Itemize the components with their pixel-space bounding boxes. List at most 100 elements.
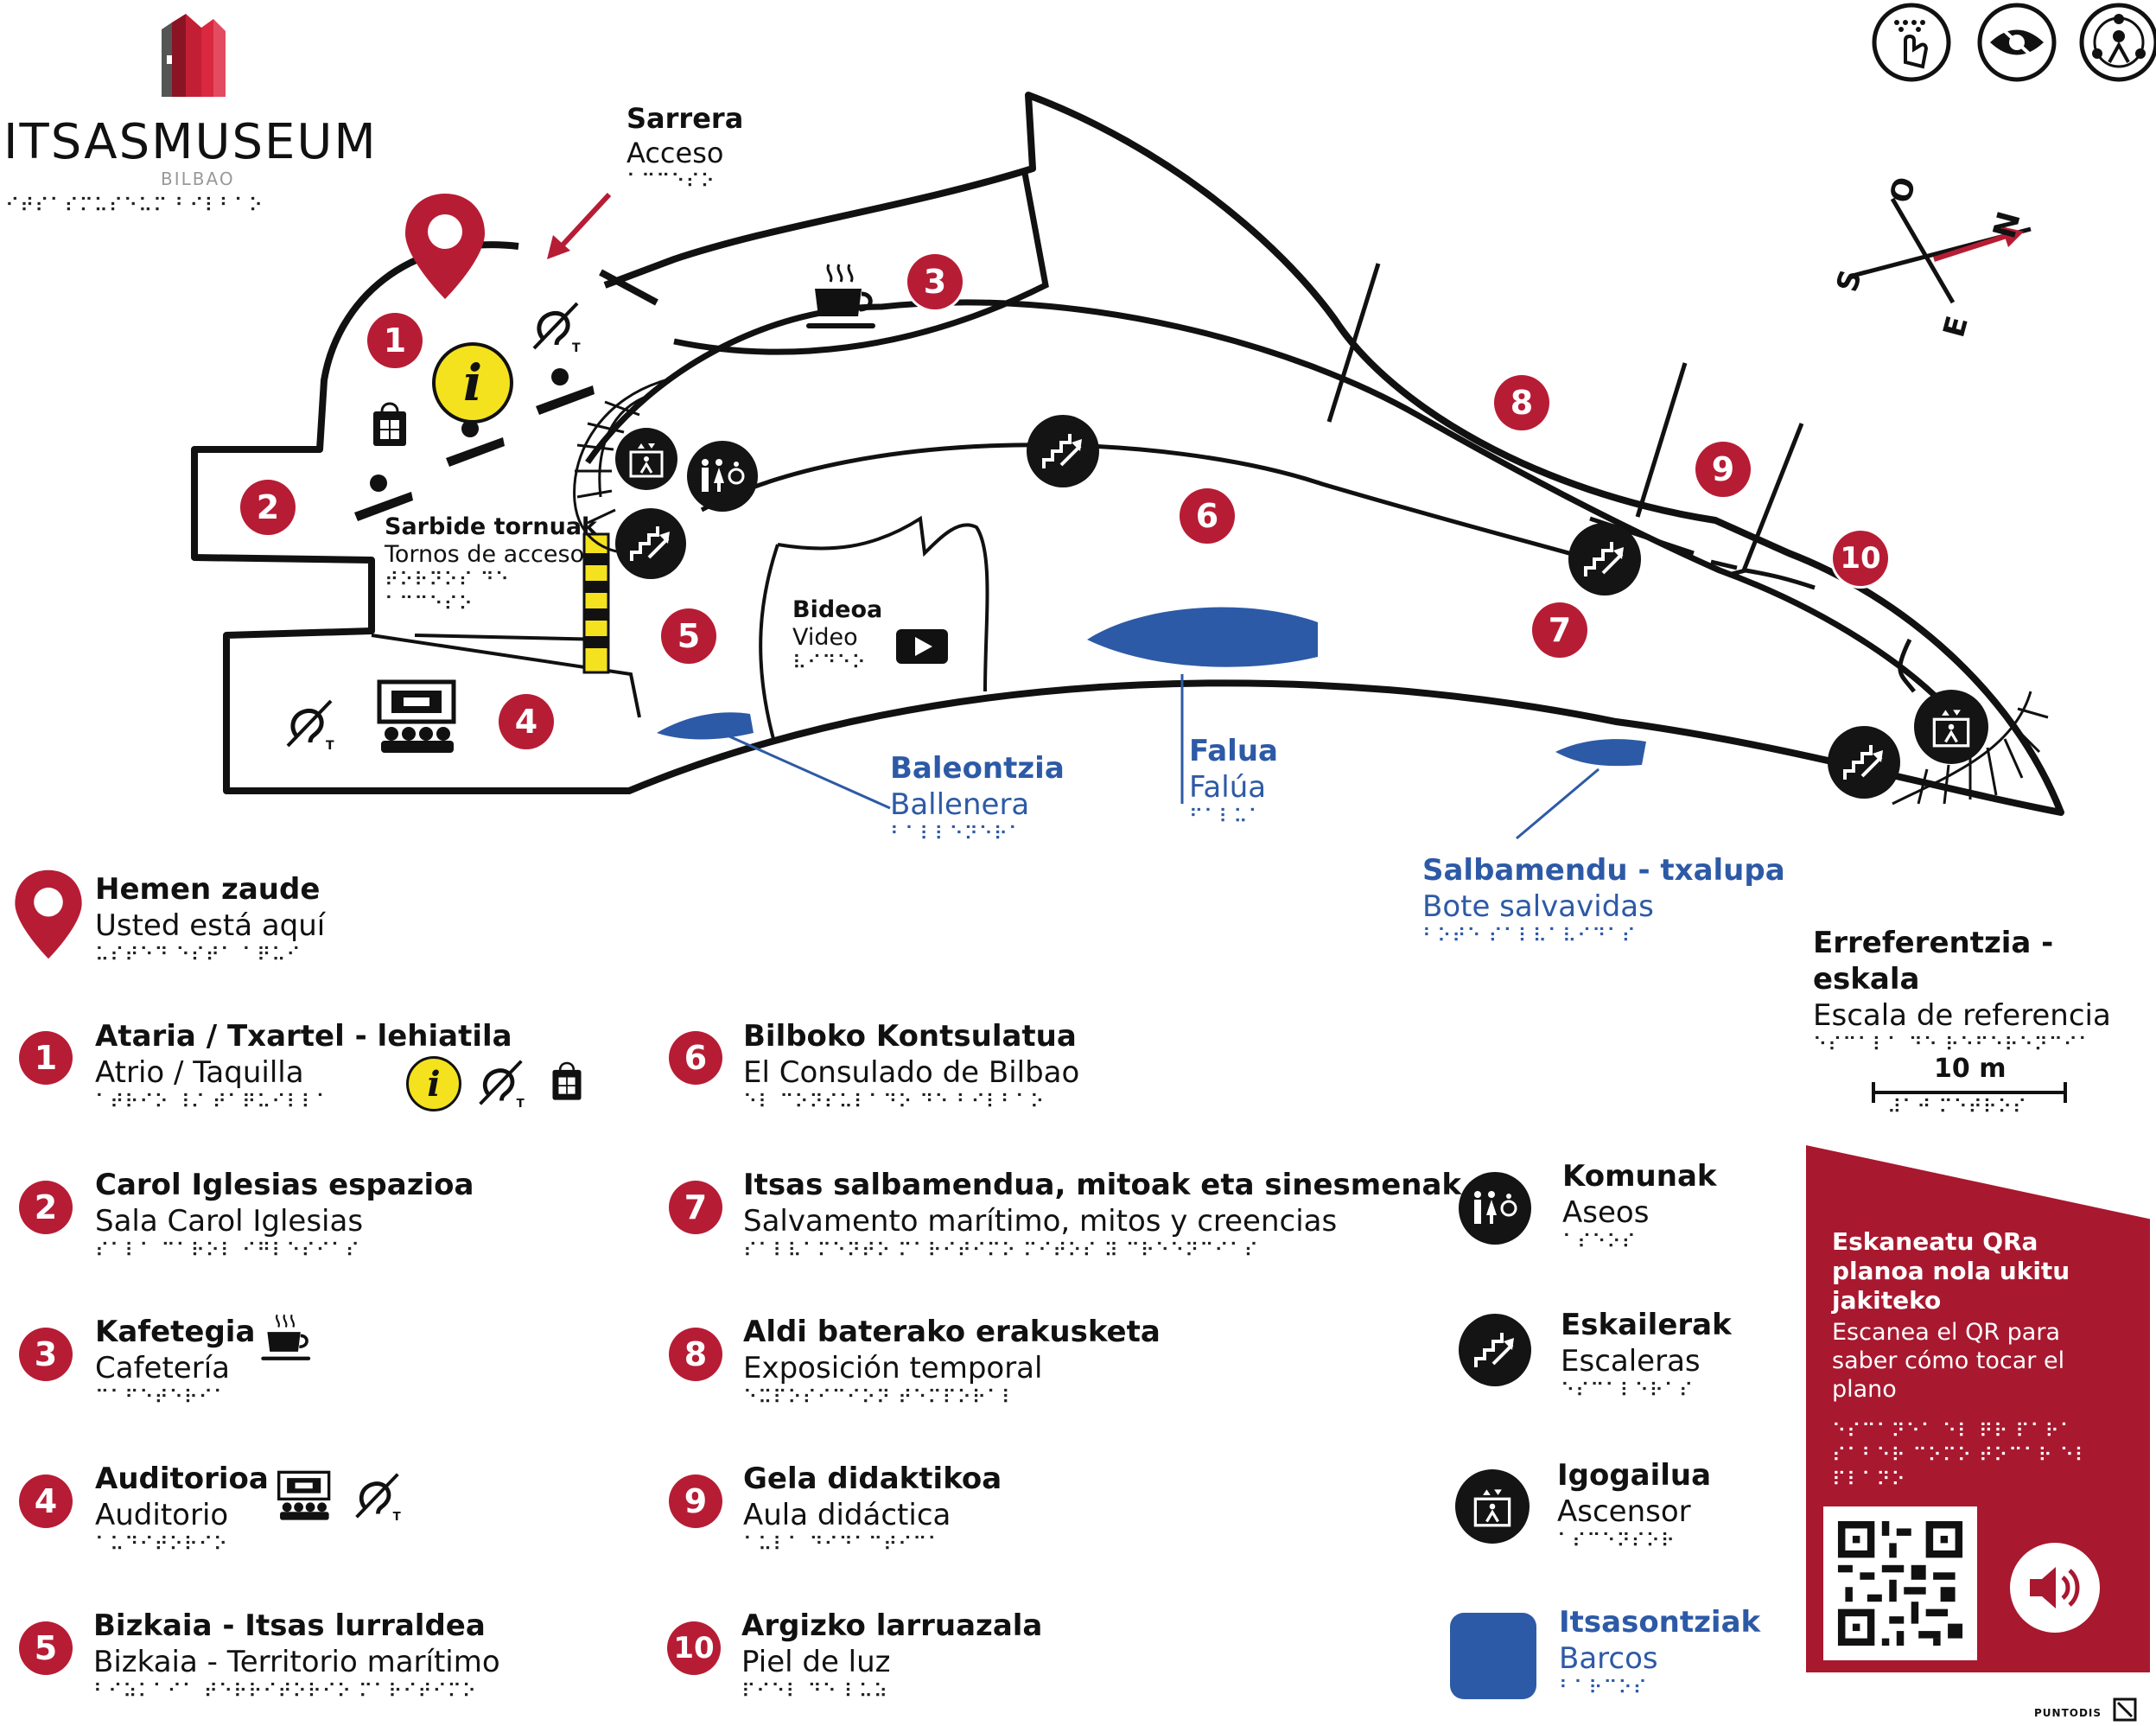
info-icon: i bbox=[432, 342, 513, 424]
qr-panel: Eskaneatu QRa planoa nola ukitu jakiteko… bbox=[1806, 1145, 2150, 1672]
shop-bag-icon bbox=[373, 402, 406, 446]
qr-panel-braille: ⠑⠎⠉⠁⠝⠑⠁ ⠑⠇ ⠟⠗ ⠏⠁⠗⠁ ⠎⠁⠃⠑⠗ ⠉⠕⠍⠕ ⠞⠕⠉⠁⠗ ⠑⠇ ⠏… bbox=[1832, 1421, 2089, 1491]
entrance-label: Sarrera Acceso ⠁⠉⠉⠑⠎⠕ bbox=[626, 102, 744, 193]
stairs-icon-map-1 bbox=[615, 508, 686, 579]
boat-whaleboat bbox=[657, 712, 754, 740]
legend-item-4: Auditorioa Auditorio ⠁⠥⠙⠊⠞⠕⠗⠊⠕ bbox=[95, 1462, 269, 1556]
legend-auditorium-icon bbox=[277, 1470, 331, 1520]
auditorium-icon bbox=[377, 679, 456, 753]
map-badge-3: 3 bbox=[907, 254, 963, 309]
video-label: Bideoa Video ⠧⠊⠙⠑⠕ bbox=[792, 596, 883, 674]
ticket-desk-icon-2 bbox=[446, 420, 505, 467]
legend-item-10: Argizko larruazala Piel de luz ⠏⠊⠑⠇ ⠙⠑ ⠇… bbox=[741, 1608, 1043, 1703]
qr-code[interactable] bbox=[1823, 1506, 1977, 1660]
map-badge-6: 6 bbox=[1180, 488, 1235, 544]
legend-toilets-icon bbox=[1459, 1172, 1531, 1245]
legend-hearing-loop-icon-auditorium: T bbox=[355, 1473, 402, 1523]
scale-value: 10 m bbox=[1934, 1054, 2007, 1084]
legend-badge-4: 4 bbox=[19, 1474, 73, 1528]
low-vision-icon bbox=[1977, 3, 2057, 82]
map-badge-2: 2 bbox=[240, 480, 296, 535]
boat-label-lifeboat: Salbamendu - txalupa Bote salvavidas ⠃⠕⠞… bbox=[1422, 853, 1785, 947]
qr-panel-subtitle: Escanea el QR para saber cómo tocar el p… bbox=[1832, 1319, 2065, 1403]
legend-item-1: Ataria / Txartel - lehiatila Atrio / Taq… bbox=[95, 1019, 512, 1113]
turnstile-strip bbox=[582, 532, 610, 674]
cognitive-access-icon bbox=[2079, 3, 2156, 82]
legend-item-2: Carol Iglesias espazioa Sala Carol Igles… bbox=[95, 1168, 474, 1262]
legend-you-are-here: Hemen zaude Usted está aquí ⠥⠎⠞⠑⠙ ⠑⠎⠞⠁ ⠁… bbox=[95, 872, 326, 966]
spiral-stairs-right bbox=[1892, 691, 2049, 806]
elevator-icon-map-1 bbox=[615, 428, 677, 490]
legend-badge-1: 1 bbox=[19, 1031, 73, 1085]
stairs-icon-map-4 bbox=[1828, 726, 1900, 799]
map-badge-4: 4 bbox=[499, 694, 554, 749]
maker-logo-icon bbox=[2113, 1697, 2137, 1722]
map-badge-5: 5 bbox=[661, 608, 716, 664]
map-badge-9: 9 bbox=[1695, 442, 1751, 497]
hearing-loop-icon: T bbox=[532, 302, 581, 354]
boat-lifeboat bbox=[1555, 739, 1646, 767]
elevator-icon-map-2 bbox=[1914, 690, 1988, 764]
map-badge-10: 10 bbox=[1833, 531, 1888, 586]
audio-speaker-icon[interactable] bbox=[2010, 1543, 2100, 1633]
map-badge-1: 1 bbox=[367, 313, 423, 368]
scale-braille: ⠼⠁⠚ ⠍⠑⠞⠗⠕⠎ bbox=[1887, 1097, 2028, 1118]
legend-elevator-icon bbox=[1455, 1469, 1530, 1544]
logo-subtext: BILBAO bbox=[161, 169, 235, 189]
legend-shop-bag-icon bbox=[552, 1061, 582, 1100]
legend-service-toilets: Komunak Aseos ⠁⠎⠑⠕⠎ bbox=[1562, 1159, 1717, 1253]
touch-braille-icon bbox=[1872, 3, 1951, 82]
svg-text:T: T bbox=[393, 1511, 402, 1523]
legend-item-3: Kafetegia Cafetería ⠉⠁⠋⠑⠞⠑⠗⠊⠁ bbox=[95, 1315, 256, 1409]
ticket-desk-icon-3 bbox=[354, 474, 413, 521]
legend-badge-7: 7 bbox=[669, 1181, 722, 1234]
svg-text:T: T bbox=[326, 739, 334, 752]
logo-braille: ⠊⠞⠎⠁⠎⠍⠥⠎⠑⠥⠍ ⠃⠊⠇⠃⠁⠕ bbox=[5, 195, 264, 217]
legend-badge-10: 10 bbox=[667, 1621, 721, 1675]
you-are-here-pin-icon bbox=[405, 194, 485, 299]
legend-hearing-loop-icon: T bbox=[479, 1060, 525, 1110]
legend-service-elevator: Igogailua Ascensor ⠁⠎⠉⠑⠝⠎⠕⠗ bbox=[1557, 1458, 1712, 1552]
legend-service-boats: Itsasontziak Barcos ⠃⠁⠗⠉⠕⠎ bbox=[1559, 1605, 1761, 1699]
map-badge-8: 8 bbox=[1494, 375, 1549, 430]
legend-item-8: Aldi baterako erakusketa Exposición temp… bbox=[743, 1315, 1161, 1409]
legend-badge-5: 5 bbox=[19, 1621, 73, 1675]
legend-badge-9: 9 bbox=[669, 1474, 722, 1528]
compass-rose bbox=[1848, 197, 2032, 304]
boat-label-falua: Falua Falúa ⠋⠁⠇⠥⠁ bbox=[1189, 734, 1278, 828]
legend-pin-icon bbox=[15, 869, 82, 959]
qr-panel-title: Eskaneatu QRa planoa nola ukitu jakiteko bbox=[1832, 1227, 2070, 1315]
logo-mark-icon bbox=[162, 14, 226, 97]
svg-text:T: T bbox=[572, 341, 581, 354]
turnstile-label: Sarbide tornuak Tornos de acceso ⠞⠕⠗⠝⠕⠎ … bbox=[385, 513, 597, 615]
legend-item-9: Gela didaktikoa Aula didáctica ⠁⠥⠇⠁ ⠙⠊⠙⠁… bbox=[743, 1462, 1002, 1556]
svg-text:T: T bbox=[517, 1098, 525, 1110]
legend-badge-6: 6 bbox=[669, 1031, 722, 1085]
scale-block: Erreferentzia - eskala Escala de referen… bbox=[1813, 926, 2111, 1056]
legend-item-6: Bilboko Kontsulatua El Consulado de Bilb… bbox=[743, 1019, 1080, 1113]
stairs-icon-map-2 bbox=[1027, 415, 1099, 487]
spiral-stairs-left bbox=[573, 379, 666, 555]
map-badge-7: 7 bbox=[1532, 602, 1587, 658]
legend-service-stairs: Eskailerak Escaleras ⠑⠎⠉⠁⠇⠑⠗⠁⠎ bbox=[1561, 1308, 1732, 1402]
legend-badge-2: 2 bbox=[19, 1181, 73, 1234]
scale-bar bbox=[1872, 1082, 2067, 1103]
coffee-cup-icon bbox=[806, 264, 875, 328]
ticket-desk-icon-1 bbox=[536, 368, 595, 415]
stairs-icon-map-3 bbox=[1568, 523, 1641, 596]
legend-info-icon: i bbox=[406, 1056, 461, 1111]
museum-logo: ITSASMUSEUM BILBAO ⠊⠞⠎⠁⠎⠍⠥⠎⠑⠥⠍ ⠃⠊⠇⠃⠁⠕ bbox=[0, 9, 389, 233]
toilets-icon-map bbox=[687, 441, 758, 512]
legend-item-5: Bizkaia - Itsas lurraldea Bizkaia - Terr… bbox=[93, 1608, 500, 1703]
floor-plan bbox=[191, 92, 2064, 840]
legend-item-7: Itsas salbamendua, mitoak eta sinesmenak… bbox=[743, 1168, 1462, 1262]
legend-coffee-cup-icon bbox=[261, 1314, 311, 1360]
legend-badge-8: 8 bbox=[669, 1328, 722, 1381]
boat-label-whaleboat: Baleontzia Ballenera ⠃⠁⠇⠇⠑⠝⠑⠗⠁ bbox=[890, 751, 1065, 845]
footer-maker: PUNTODIS bbox=[2034, 1707, 2102, 1719]
legend-boats-swatch-icon bbox=[1450, 1613, 1536, 1699]
boat-falua bbox=[1087, 607, 1318, 667]
legend-stairs-icon bbox=[1459, 1314, 1531, 1386]
logo-text: ITSASMUSEUM bbox=[3, 114, 378, 170]
video-play-icon bbox=[896, 629, 948, 664]
